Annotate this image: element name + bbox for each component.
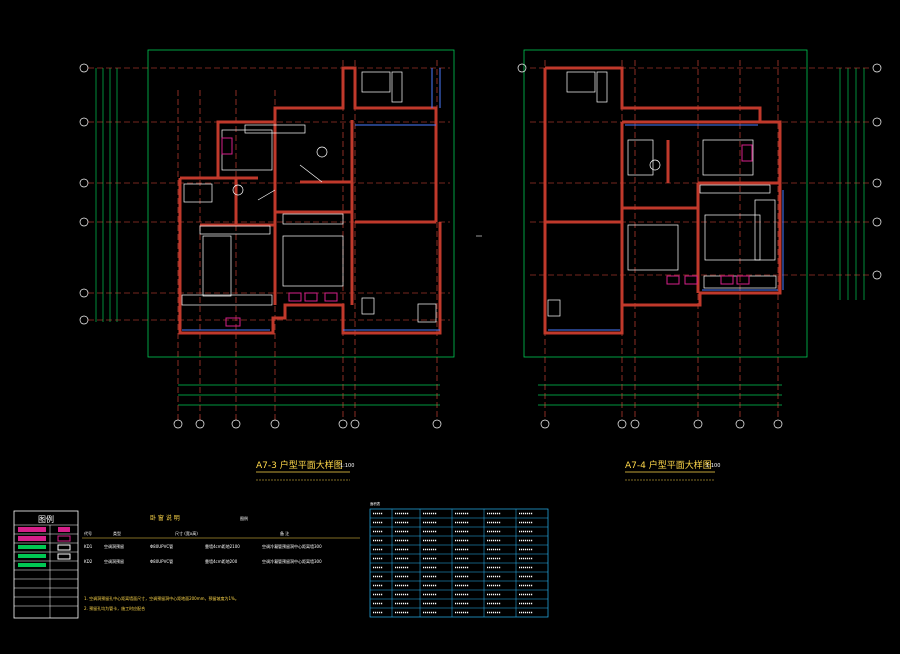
- plan-scale-text: 1:100: [340, 463, 354, 469]
- axis-bubble-icon: [79, 63, 442, 429]
- bed-right-3: [702, 139, 754, 176]
- glazing-lines-right: [548, 124, 784, 331]
- col-code: 代号: [84, 530, 92, 536]
- ac-schedule: 卧 窗 说 明 图例 代号 类型 尺寸 (宽x高) 备 注 KD1 空调洞预留 …: [82, 514, 360, 611]
- bath-fixture: [183, 183, 213, 203]
- kitchen-counter-right: [566, 71, 596, 93]
- right-dimension-lines: [839, 68, 865, 300]
- legend-title: 图例: [38, 514, 54, 524]
- ac-tags: [221, 137, 338, 327]
- door-swing-2: [257, 189, 276, 201]
- row1-type: 空调洞预留: [104, 543, 124, 549]
- note-1: 1. 空调洞预留孔中心距离墙面尺寸，空调预留洞中心距地面200mm，预留坡度为1…: [84, 595, 239, 601]
- glazing-lines: [182, 68, 441, 331]
- wardrobe: [202, 235, 232, 297]
- row1-pipe: Φ80UPVC管: [150, 543, 173, 549]
- chair-right: [547, 299, 561, 317]
- col-remark: 备 注: [280, 530, 289, 536]
- plan-title-left: A7-3 户型平面大样图 1:100: [256, 459, 354, 481]
- plan-title-text-right: A7-4 户型平面大样图: [625, 459, 712, 471]
- sink: [316, 146, 328, 158]
- row2-pipe: Φ80UPVC管: [150, 558, 173, 564]
- row1-position: 靠墙4cm距地2100: [205, 543, 240, 549]
- kitchen-counter: [361, 71, 391, 93]
- ac-tags-right: [666, 144, 753, 285]
- fridge: [391, 71, 403, 103]
- schedule-header: 卧 窗 说 明: [150, 514, 180, 522]
- legend-box: 图例: [13, 510, 79, 619]
- note-2: 2. 预留孔均为管卡，施工时应配合: [84, 605, 145, 611]
- axis-bubble-icon-right: [540, 63, 882, 429]
- left-bubbles-right-plan: [517, 63, 527, 73]
- left-dimension-lines: [95, 68, 118, 322]
- walls: [178, 66, 442, 335]
- furniture: [181, 71, 437, 323]
- closet-strip-2: [282, 213, 344, 225]
- area-table-title: 面积表: [370, 501, 381, 506]
- bottom-dimension-lines: [178, 384, 440, 406]
- closet-strip: [199, 225, 271, 235]
- walls-right: [543, 66, 782, 335]
- bed-right-2: [627, 224, 679, 271]
- schedule-header-right: 图例: [240, 515, 248, 521]
- wardrobe-right: [754, 199, 776, 261]
- fridge-right: [596, 71, 608, 103]
- col-type: 类型: [113, 530, 121, 536]
- furniture-right: [547, 71, 777, 317]
- plan-title-right: A7-4 户型平面大样图 1:100: [625, 459, 720, 481]
- bed: [282, 235, 344, 287]
- row2-remark: 空调冷凝管预留洞中心距离墙300: [262, 558, 322, 564]
- column: [417, 303, 437, 323]
- door-swing: [299, 164, 323, 183]
- sink-right: [649, 159, 661, 171]
- bath-fixture-right: [627, 139, 654, 176]
- axis-lines-vertical: [177, 60, 438, 420]
- plan-title-text: A7-3 户型平面大样图: [256, 459, 343, 471]
- floor-plan-a7-4: [517, 49, 882, 429]
- col-size: 尺寸 (宽x高): [175, 530, 198, 536]
- plan-border-right: [523, 49, 808, 358]
- chair: [361, 297, 375, 315]
- balcony-storage: [181, 294, 273, 306]
- closet-strip-right: [699, 184, 771, 194]
- plan-scale-text-right: 1:100: [706, 463, 720, 469]
- row2-code: KD2: [84, 559, 93, 564]
- row2-position: 靠墙4cm距地200: [205, 558, 238, 564]
- row2-type: 空调洞预留: [104, 558, 124, 564]
- row1-code: KD1: [84, 544, 93, 549]
- row1-remark: 空调冷凝管预留洞中心距离墙300: [262, 543, 322, 549]
- bed-right: [704, 214, 761, 261]
- floor-plan-a7-3: [79, 49, 455, 429]
- area-table: 面积表: [369, 501, 549, 618]
- bottom-dimension-lines-right: [538, 384, 782, 406]
- toilet: [232, 184, 244, 196]
- plan-border: [147, 49, 455, 358]
- closet-strip-3: [244, 124, 306, 134]
